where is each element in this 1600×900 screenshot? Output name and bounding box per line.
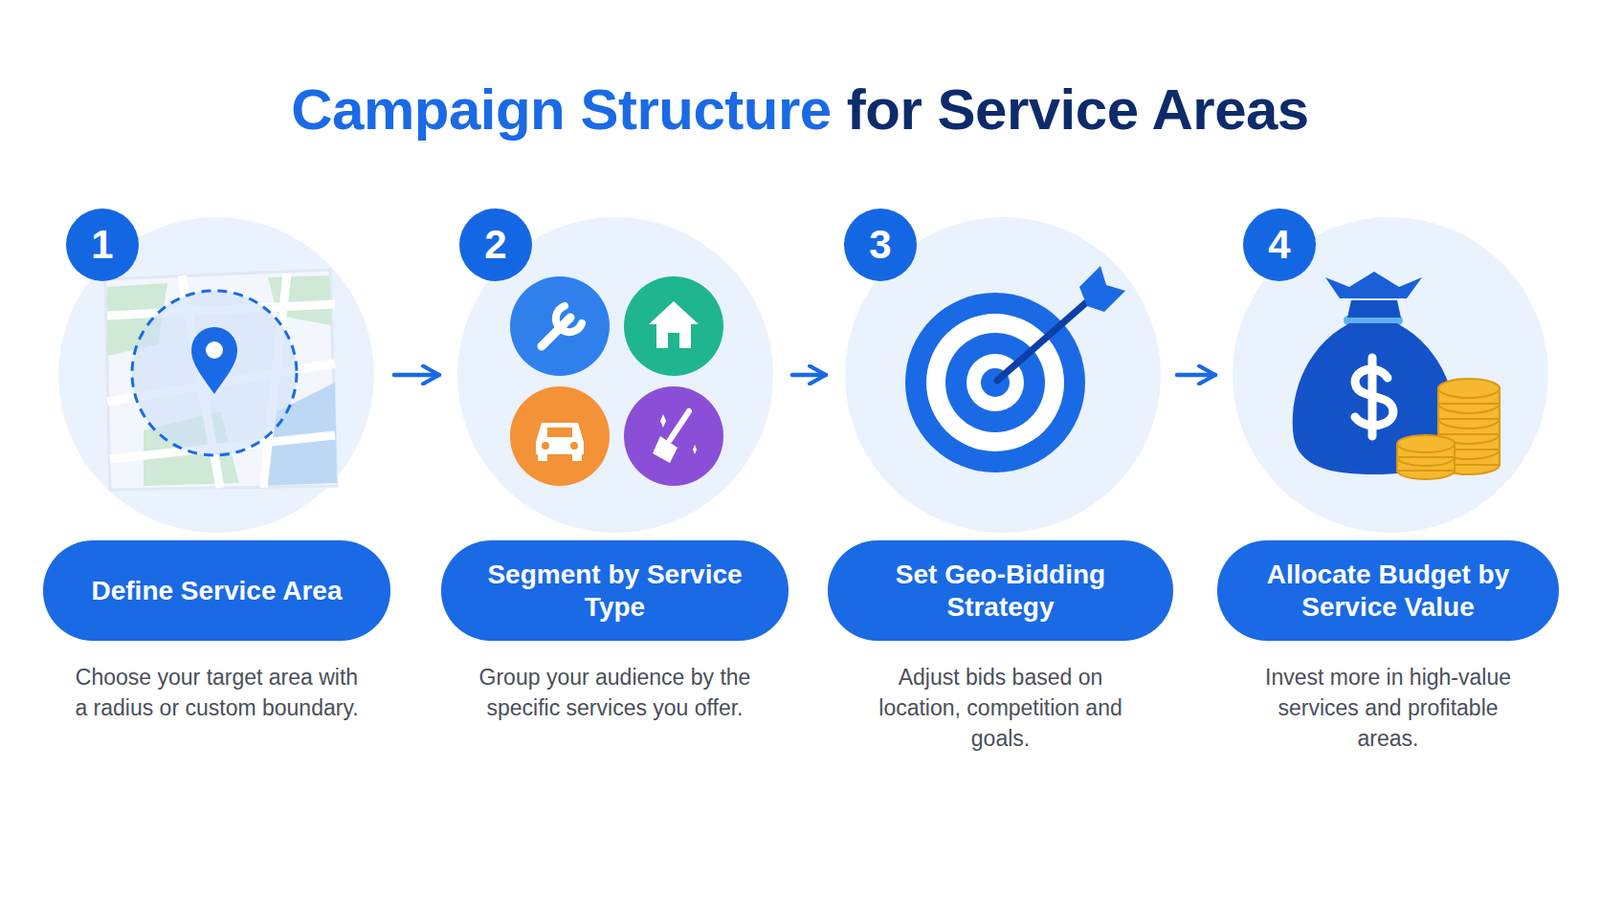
illustration-shape (510, 386, 610, 487)
illustration-shape (1355, 357, 1394, 437)
illustration-shape (58, 217, 375, 534)
map-illustration (105, 269, 337, 490)
illustration-shape (669, 411, 689, 441)
step-heading-pill: Set Geo-Bidding StrategyAdjust bids base… (827, 540, 1174, 642)
illustration-shape (1325, 271, 1423, 299)
illustration-shape (541, 442, 550, 450)
step-heading-pill: Segment by Service TypeGroup your audien… (441, 540, 789, 642)
illustration-shape (107, 273, 335, 489)
illustration-shape (1397, 435, 1455, 453)
illustration-shape (541, 306, 582, 347)
flow-arrow (792, 373, 826, 378)
illustration-shape (1079, 266, 1126, 312)
illustration-shape (205, 341, 223, 359)
title-accent: Campaign Structure (290, 77, 831, 142)
step-number-badge: 3 (844, 208, 917, 282)
illustration-shape (1292, 323, 1456, 475)
step-number: 1 (90, 222, 113, 268)
illustration-shape (667, 333, 680, 349)
step-description: Choose your target area with a radius or… (68, 662, 366, 724)
service-icons (510, 276, 724, 487)
step-description: Group your audience by the specific serv… (471, 662, 759, 724)
step-heading-pill: Define Service AreaChoose your target ar… (43, 540, 391, 642)
illustration-shape (660, 414, 697, 455)
illustration-shape (570, 442, 578, 450)
step-circles (58, 217, 1549, 534)
step-number-badge: 2 (459, 208, 533, 282)
step-description: Invest more in high-value services and p… (1244, 662, 1533, 755)
money-bag-illustration (1292, 271, 1500, 480)
illustration-shape (555, 306, 582, 333)
flow-arrow (394, 373, 440, 378)
illustration-shape (510, 276, 610, 377)
illustration-shape (623, 386, 724, 487)
illustration-shape (191, 327, 238, 395)
diagram-title: Campaign Structure for Service Areas (0, 76, 1600, 143)
target-illustration (905, 266, 1126, 473)
illustration-shape (547, 427, 573, 438)
illustration-shape (623, 276, 724, 377)
step-number: 4 (1267, 222, 1290, 268)
illustration-shape (457, 217, 774, 534)
illustration-shape (997, 298, 1091, 381)
illustration-shape (572, 453, 582, 462)
step-heading: Define Service Area (91, 575, 343, 608)
flow-arrow (1177, 373, 1216, 378)
step-number-badge: 1 (66, 208, 139, 282)
step-number: 3 (868, 222, 891, 268)
illustration-shape (132, 290, 297, 456)
illustration-shape (105, 269, 337, 490)
illustration-shape (648, 301, 699, 349)
illustration-shape (535, 422, 584, 455)
step-number: 2 (484, 222, 507, 268)
step-description: Adjust bids based on location, competiti… (876, 662, 1126, 755)
illustration-shape (652, 436, 678, 464)
step-heading-pill: Allocate Budget by Service ValueInvest m… (1217, 540, 1559, 642)
step-heading: Set Geo-Bidding Strategy (866, 558, 1135, 624)
illustration-shape (1347, 300, 1401, 318)
illustration-shape (1438, 378, 1500, 399)
step-heading: Segment by Service Type (479, 558, 751, 624)
step-heading: Allocate Budget by Service Value (1255, 558, 1521, 624)
illustration-shape (1397, 378, 1500, 480)
illustration-shape (537, 453, 548, 462)
illustration-shape (267, 275, 332, 326)
illustration-shape (1232, 217, 1549, 534)
step-number-badge: 4 (1243, 208, 1316, 282)
